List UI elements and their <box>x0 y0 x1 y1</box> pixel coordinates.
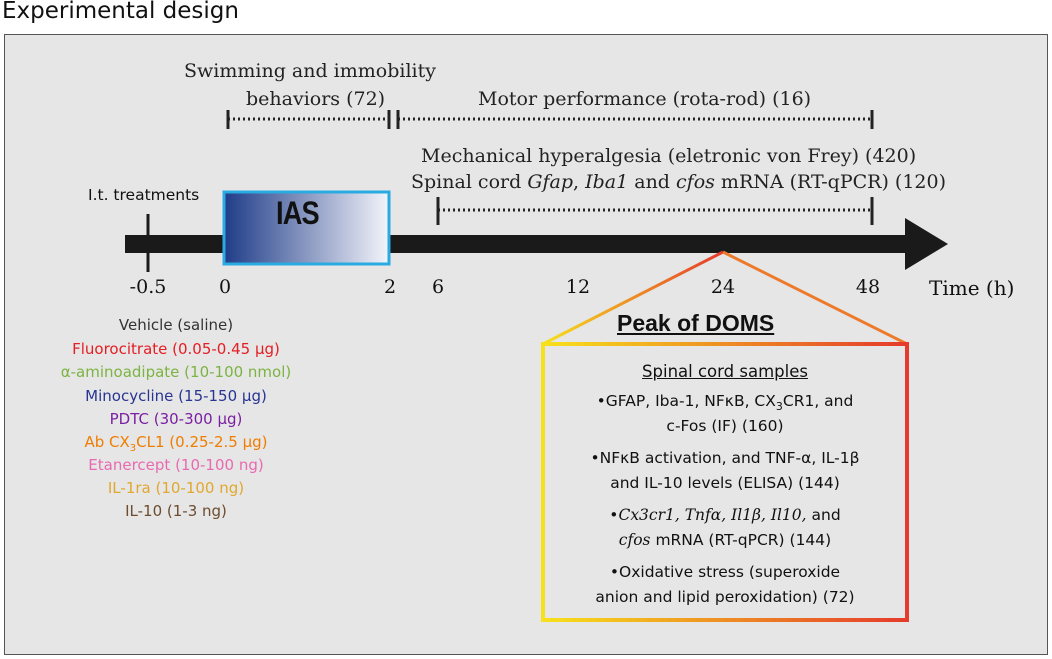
gene-gfap: Gfap <box>527 171 574 193</box>
box-l6-gene: cfos <box>618 531 651 549</box>
box-l1-sub: 3 <box>775 400 783 414</box>
box-l5-genes: Cx3cr1, Tnfα, Il1β, Il10, <box>618 506 807 524</box>
ab-cx-pre: Ab CX <box>84 433 130 451</box>
box-l6-post: mRNA (RT-qPCR) (144) <box>650 531 832 549</box>
swimming-label-line2: behaviors (72) <box>246 88 386 110</box>
tick-label-48: 48 <box>855 276 881 298</box>
swimming-label-line1: Swimming and immobility <box>184 60 436 82</box>
treatment-il1ra: IL-1ra (10-100 ng) <box>107 479 245 497</box>
box-line-5: •Cx3cr1, Tnfα, Il1β, Il10, and <box>545 503 905 527</box>
treatment-fluorocitrate: Fluorocitrate (0.05-0.45 μg) <box>72 340 280 358</box>
tick-label-2: 2 <box>383 276 397 298</box>
tick-label-6: 6 <box>431 276 445 298</box>
treatment-etanercept: Etanercept (10-100 ng) <box>88 456 264 474</box>
time-axis-label: Time (h) <box>929 276 1015 300</box>
spinal-mrna-label: Spinal cord Gfap, Iba1 and cfos mRNA (RT… <box>411 171 946 193</box>
treatment-aminoadipate: α-aminoadipate (10-100 nmol) <box>60 363 292 381</box>
treatment-minocycline: Minocycline (15-150 μg) <box>85 387 267 405</box>
swimming-interval-bar <box>226 110 391 129</box>
motor-interval-bar <box>396 110 874 129</box>
tick-label-12: 12 <box>565 276 591 298</box>
box-line-3: •NFκB activation, and TNF-α, IL-1β <box>590 449 860 467</box>
spinal-samples-box <box>541 342 909 622</box>
peak-doms-label: Peak of DOMS <box>617 310 775 336</box>
and-text: and <box>628 171 677 193</box>
motor-label: Motor performance (rota-rod) (16) <box>478 88 812 110</box>
box-line-4: and IL-10 levels (ELISA) (144) <box>610 474 840 492</box>
gene-cfos: cfos <box>676 171 715 193</box>
box-l5-post: and <box>806 506 841 524</box>
box-heading: Spinal cord samples <box>642 362 808 381</box>
box-line-7: •Oxidative stress (superoxide <box>609 563 841 581</box>
box-line-6: cfos mRNA (RT-qPCR) (144) <box>545 528 905 552</box>
box-line-1: •GFAP, Iba-1, NFκB, CX3CR1, and <box>545 389 905 419</box>
treatment-ab-cx3cl1: Ab CX3CL1 (0.25-2.5 μg) <box>84 433 267 454</box>
doms-roof <box>542 250 908 346</box>
tick-label-minus-0-5: -0.5 <box>129 276 167 298</box>
spinal-mrna-post: mRNA (RT-qPCR) (120) <box>714 171 946 193</box>
it-treatments-label: I.t. treatments <box>88 186 200 204</box>
spinal-mrna-pre: Spinal cord <box>411 171 528 193</box>
hyperalgesia-label: Mechanical hyperalgesia (eletronic von F… <box>421 145 917 167</box>
ab-cx-post: CL1 (0.25-2.5 μg) <box>136 433 268 451</box>
box-l1-pre: •GFAP, Iba-1, NFκB, CX <box>596 392 776 410</box>
treatment-vehicle: Vehicle (saline) <box>118 316 234 334</box>
ias-box <box>222 190 391 266</box>
box-line-8: anion and lipid peroxidation) (72) <box>595 588 855 606</box>
treatment-il10: IL-10 (1-3 ng) <box>125 502 227 520</box>
box-line-2: c-Fos (IF) (160) <box>666 417 784 435</box>
ias-label: IAS <box>276 195 320 231</box>
comma: , <box>573 171 586 193</box>
tick-label-24: 24 <box>710 276 736 298</box>
tick-label-0: 0 <box>218 276 232 298</box>
hyperalgesia-interval-bar <box>436 197 874 225</box>
figure-title: Experimental design <box>2 0 239 24</box>
gene-iba1: Iba1 <box>585 171 629 193</box>
treatment-pdtc: PDTC (30-300 μg) <box>109 410 243 428</box>
ab-cx-sub: 3 <box>129 443 137 454</box>
box-l1-post: CR1, and <box>782 392 854 410</box>
box-l5-pre: • <box>609 506 619 524</box>
